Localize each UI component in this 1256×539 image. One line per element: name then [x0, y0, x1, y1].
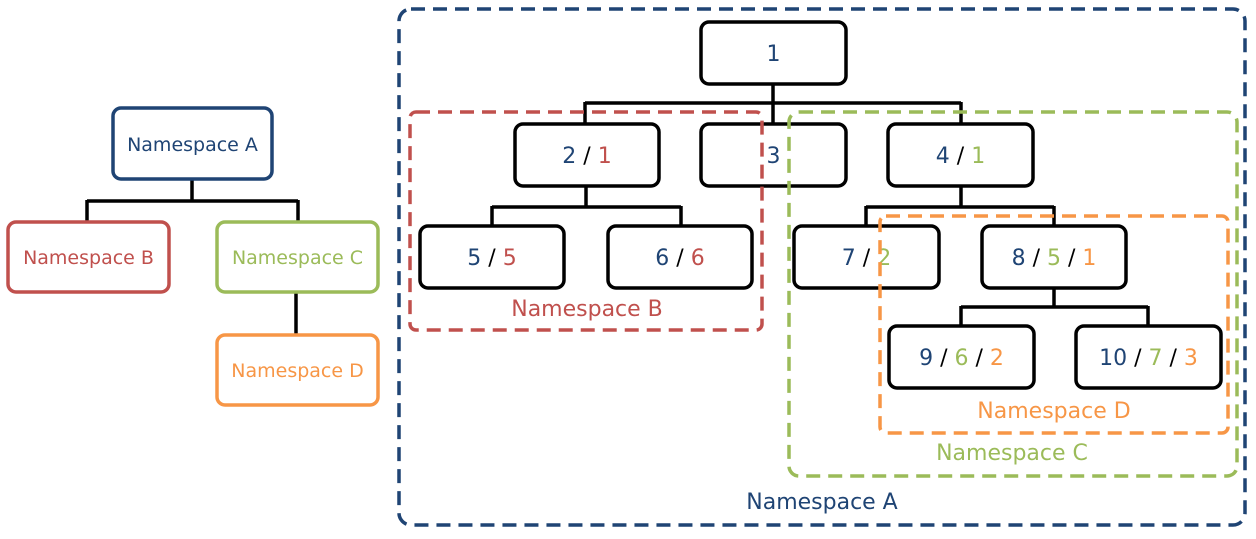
pid-namespace-d: 2	[990, 346, 1004, 371]
hierarchy-label-namespace-d: Namespace D	[231, 360, 363, 382]
tree-connectors	[490, 84, 1150, 326]
pid-namespace-a: 7	[842, 246, 856, 271]
process-node-3: 3	[699, 122, 848, 188]
pid-namespace-a: 1	[767, 42, 781, 67]
hierarchy-box-namespace-b: Namespace B	[6, 220, 171, 294]
pid-separator: /	[950, 144, 971, 169]
pid-namespace-a: 3	[767, 144, 781, 169]
pid-namespace-a: 5	[467, 246, 481, 271]
namespace-hierarchy: Namespace A Namespace B Namespace C Name…	[6, 106, 380, 407]
region-label-namespace-a: Namespace A	[746, 490, 898, 515]
pid-namespace-d: 3	[1184, 346, 1198, 371]
region-label-namespace-d: Namespace D	[977, 399, 1130, 424]
svg-text:9 / 6 / 2: 9 / 6 / 2	[919, 346, 1004, 371]
region-label-namespace-c: Namespace C	[936, 441, 1088, 466]
region-label-namespace-b: Namespace B	[511, 297, 663, 322]
process-node-6: 6 / 6	[606, 224, 754, 290]
process-node-1: 1	[699, 20, 848, 86]
region-namespace-b	[408, 110, 764, 332]
process-node-4: 4 / 1	[886, 122, 1035, 188]
hierarchy-label-namespace-a: Namespace A	[127, 134, 258, 156]
pid-separator: /	[933, 346, 954, 371]
hierarchy-connectors	[85, 179, 300, 335]
svg-text:2 / 1: 2 / 1	[562, 144, 611, 169]
process-node-9: 9 / 6 / 2	[887, 324, 1036, 390]
svg-text:8 / 5 / 1: 8 / 5 / 1	[1012, 246, 1097, 271]
pid-namespace-a: 6	[655, 246, 669, 271]
svg-text:3: 3	[767, 144, 781, 169]
region-namespace-d	[878, 214, 1230, 435]
process-node-8: 8 / 5 / 1	[980, 224, 1128, 290]
svg-text:10 / 7 / 3: 10 / 7 / 3	[1099, 346, 1198, 371]
svg-text:6 / 6: 6 / 6	[655, 246, 704, 271]
pid-namespace-c: 1	[971, 144, 985, 169]
svg-text:5 / 5: 5 / 5	[467, 246, 516, 271]
pid-separator: /	[1163, 346, 1184, 371]
hierarchy-box-namespace-d: Namespace D	[215, 333, 380, 407]
pid-separator: /	[669, 246, 690, 271]
hierarchy-label-namespace-b: Namespace B	[23, 247, 154, 269]
pid-namespace-d: 1	[1082, 246, 1096, 271]
pid-separator: /	[1127, 346, 1148, 371]
pid-namespace-c: 5	[1047, 246, 1061, 271]
region-namespace-c	[787, 110, 1239, 478]
pid-separator: /	[1061, 246, 1082, 271]
pid-namespace-b: 1	[598, 144, 612, 169]
pid-separator: /	[481, 246, 502, 271]
hierarchy-label-namespace-c: Namespace C	[232, 247, 363, 269]
process-node-10: 10 / 7 / 3	[1074, 324, 1223, 390]
pid-namespace-b: 5	[503, 246, 517, 271]
pid-namespace-a: 10	[1099, 346, 1127, 371]
hierarchy-box-namespace-a: Namespace A	[111, 106, 274, 181]
svg-text:1: 1	[767, 42, 781, 67]
svg-text:4 / 1: 4 / 1	[936, 144, 985, 169]
pid-namespace-c: 7	[1149, 346, 1163, 371]
hierarchy-box-namespace-c: Namespace C	[215, 220, 380, 294]
pid-separator: /	[856, 246, 877, 271]
pid-namespace-a: 8	[1012, 246, 1026, 271]
region-namespace-a	[397, 7, 1247, 527]
pid-namespace-c: 6	[955, 346, 969, 371]
process-node-2: 2 / 1	[513, 122, 661, 188]
pid-separator: /	[969, 346, 990, 371]
pid-namespace-a: 2	[562, 144, 576, 169]
process-node-5: 5 / 5	[418, 224, 566, 290]
pid-separator: /	[576, 144, 597, 169]
pid-namespace-b: 6	[691, 246, 705, 271]
svg-text:7 / 2: 7 / 2	[842, 246, 891, 271]
process-node-7: 7 / 2	[792, 224, 941, 290]
process-tree: 1 2 / 1 3 4 / 1 5 / 5 6 / 6 7 / 2	[397, 7, 1247, 527]
pid-separator: /	[1026, 246, 1047, 271]
pid-namespace-a: 9	[919, 346, 933, 371]
pid-namespace-a: 4	[936, 144, 950, 169]
